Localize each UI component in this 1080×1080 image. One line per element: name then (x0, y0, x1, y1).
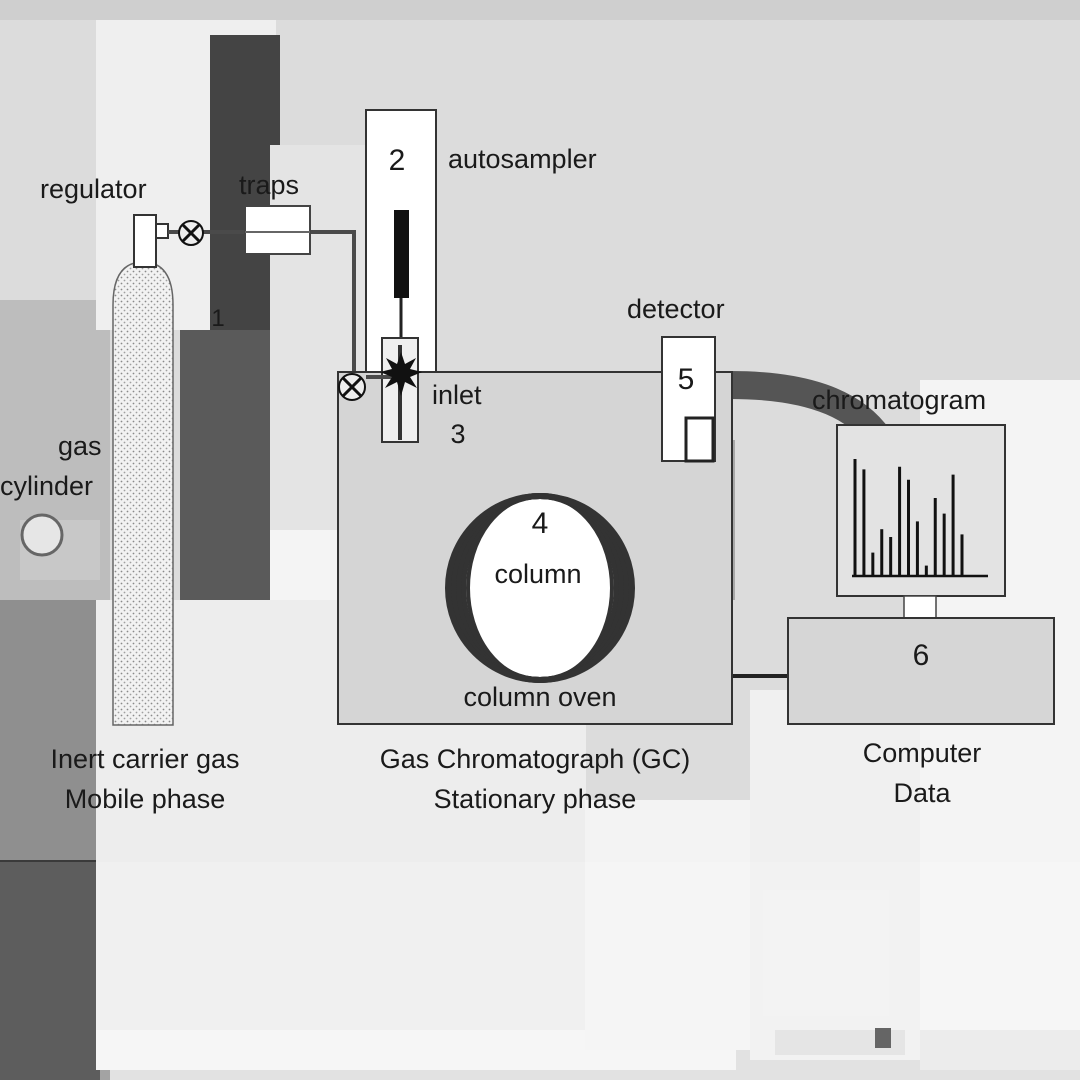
computer (787, 424, 1055, 725)
autosampler (365, 109, 437, 373)
label-num-3: 3 (450, 419, 465, 449)
label-cylinder: cylinder (0, 471, 93, 501)
label-gc-line1: Gas Chromatograph (GC) (380, 744, 691, 774)
label-carrier-line1: Inert carrier gas (50, 744, 239, 774)
regulator-body (133, 214, 157, 268)
label-num-5: 5 (678, 363, 695, 396)
label-chromatogram: chromatogram (812, 385, 986, 415)
label-inlet: inlet (432, 380, 482, 410)
label-num-2: 2 (389, 144, 406, 177)
label-num-6: 6 (913, 639, 930, 672)
label-carrier-line2: Mobile phase (65, 784, 226, 814)
label-computer-line1: Computer (863, 738, 982, 768)
column-coil (445, 493, 635, 683)
chromatogram-peaks (853, 459, 964, 576)
label-regulator: regulator (40, 174, 147, 204)
label-gc-line2: Stationary phase (434, 784, 637, 814)
regulator-outlet (155, 223, 169, 239)
label-gas: gas (58, 431, 102, 461)
monitor (836, 424, 1006, 597)
labels: regulator traps autosampler 2 1 detector… (0, 144, 986, 814)
gas-cylinder-assembly (112, 214, 174, 726)
label-num-4: 4 (532, 507, 549, 540)
label-traps: traps (239, 170, 299, 200)
monitor-stand (903, 595, 937, 619)
valve-regulator (178, 220, 204, 246)
computer-case (787, 617, 1055, 725)
syringe (394, 210, 409, 298)
label-column-oven: column oven (463, 682, 616, 712)
injection-burst-icon (380, 352, 422, 396)
label-num-1: 1 (211, 305, 224, 332)
detector-cell (684, 416, 715, 463)
label-detector: detector (627, 294, 725, 324)
label-computer-line2: Data (893, 778, 951, 808)
valve-inlet (338, 373, 366, 401)
gas-cylinder (112, 261, 174, 726)
label-column: column (494, 559, 581, 589)
label-autosampler: autosampler (448, 144, 597, 174)
traps-box (244, 205, 311, 255)
